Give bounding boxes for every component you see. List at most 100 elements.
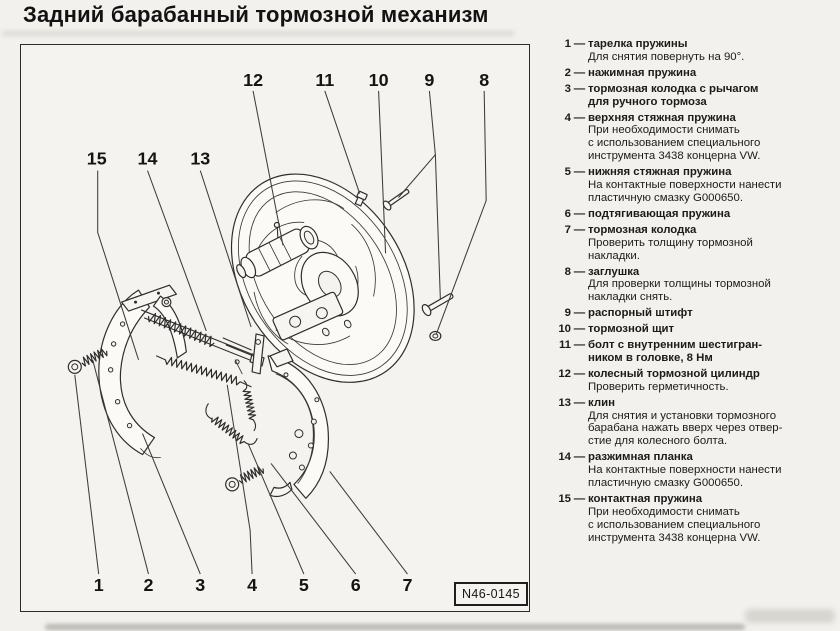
callout-number-11: 11 bbox=[315, 70, 334, 90]
leader-line-8 bbox=[435, 90, 487, 335]
part-note: На контактные поверхности нанести bbox=[588, 179, 782, 192]
dash: — bbox=[573, 323, 586, 336]
part-note: накладки. bbox=[588, 249, 640, 262]
part-note: накладки снять. bbox=[588, 291, 673, 304]
dash: — bbox=[573, 265, 586, 278]
part-name: ником в головке, 8 Нм bbox=[588, 351, 713, 364]
part-number: 5 bbox=[564, 166, 571, 179]
callout-number-5: 5 bbox=[299, 575, 309, 595]
part-name: болт с внутренним шестигран- bbox=[588, 339, 763, 352]
legend-item: 10—тормозной щит bbox=[551, 323, 837, 336]
figure-code: N46-0145 bbox=[454, 582, 528, 606]
leader-line-9 bbox=[398, 90, 436, 198]
part-note: с использованием специального bbox=[588, 137, 761, 150]
part-name: распорный штифт bbox=[588, 307, 693, 320]
part-note: Проверить толщину тормозной bbox=[588, 236, 753, 249]
callout-number-4: 4 bbox=[247, 575, 257, 595]
leader-line-1 bbox=[74, 374, 100, 575]
part-note: инструмента 3438 концерна VW. bbox=[588, 150, 761, 163]
scan-smear-top bbox=[2, 31, 514, 36]
part-note: барабана нажать вверх через отвер- bbox=[588, 422, 783, 435]
leader-line-3 bbox=[142, 433, 201, 575]
part-note: Проверить герметичность. bbox=[588, 380, 729, 393]
part-name: тарелка пружины bbox=[588, 38, 688, 50]
callout-number-7: 7 bbox=[402, 575, 412, 595]
callout-number-1: 1 bbox=[94, 575, 104, 595]
dash: — bbox=[573, 207, 586, 220]
part-number: 3 bbox=[564, 82, 571, 95]
part-name: заглушка bbox=[588, 265, 640, 278]
leader-line-2 bbox=[92, 359, 150, 575]
leader-line-6 bbox=[270, 463, 357, 575]
part-note: инструмента 3438 концерна VW. bbox=[588, 531, 761, 544]
leader-line-15 bbox=[97, 170, 140, 361]
part-name: нижняя стяжная пружина bbox=[588, 166, 732, 179]
part-name: для ручного тормоза bbox=[588, 95, 707, 108]
dash: — bbox=[573, 367, 586, 380]
dash: — bbox=[573, 493, 586, 505]
callout-number-8: 8 bbox=[479, 70, 489, 90]
part-note: Для снятия повернуть на 90°. bbox=[588, 50, 745, 63]
leader-line-5 bbox=[247, 443, 305, 575]
dash: — bbox=[573, 396, 586, 409]
callout-number-12: 12 bbox=[243, 70, 263, 90]
callout-number-6: 6 bbox=[351, 575, 361, 595]
leader-line-12 bbox=[252, 90, 284, 246]
part-name: клин bbox=[588, 396, 615, 409]
part-name: тормозная колодка с рычагом bbox=[588, 82, 759, 95]
part-note: На контактные поверхности нанести bbox=[588, 464, 782, 477]
legend-item: 9—распорный штифт bbox=[551, 307, 837, 320]
part-number: 8 bbox=[564, 265, 571, 278]
part-number: 4 bbox=[564, 111, 571, 124]
tensioning-spring bbox=[242, 380, 257, 432]
part-number: 7 bbox=[564, 223, 571, 236]
link-rods bbox=[222, 337, 254, 375]
page-title: Задний барабанный тормозной механизм bbox=[23, 2, 489, 27]
dash: — bbox=[573, 223, 586, 236]
part-number: 15 bbox=[558, 493, 571, 505]
part-note: пластичную смазку G000650. bbox=[588, 191, 744, 204]
leader-line-11 bbox=[324, 90, 361, 194]
dash: — bbox=[573, 339, 586, 352]
part-note: При необходимости снимать bbox=[588, 505, 740, 518]
part-name: разжимная планка bbox=[588, 451, 693, 464]
shoe-top-bracket bbox=[121, 284, 177, 312]
dash: — bbox=[573, 82, 586, 95]
leader-line-9 bbox=[434, 154, 441, 300]
dash: — bbox=[573, 66, 586, 79]
wheel-cylinder bbox=[236, 221, 319, 279]
part-number: 12 bbox=[558, 367, 571, 380]
leader-line-7 bbox=[329, 471, 408, 575]
callout-number-3: 3 bbox=[195, 575, 205, 595]
dash: — bbox=[573, 307, 586, 320]
legend-item: 6—подтягивающая пружина bbox=[551, 208, 837, 221]
part-note: Для проверки толщины тормозной bbox=[588, 278, 771, 291]
part-note: стие для колесного болта. bbox=[588, 435, 728, 448]
leader-line-14 bbox=[147, 170, 207, 332]
part-number: 9 bbox=[564, 307, 571, 320]
brake-shoe-right bbox=[267, 348, 329, 499]
spring-plate-left bbox=[67, 348, 108, 374]
part-number: 1 bbox=[564, 38, 571, 50]
plug bbox=[429, 330, 442, 342]
hold-down-spring-left bbox=[81, 348, 108, 367]
part-name: тормозной щит bbox=[588, 323, 675, 336]
callout-number-9: 9 bbox=[424, 70, 434, 90]
legend-item: 11—болт с внутренним шестигран-ником в г… bbox=[551, 339, 837, 365]
part-name: тормозная колодка bbox=[588, 223, 697, 236]
dash: — bbox=[573, 111, 586, 124]
part-name: колесный тормозной цилиндр bbox=[588, 367, 760, 380]
part-name: контактная пружина bbox=[588, 493, 703, 505]
mount-bracket bbox=[272, 291, 344, 341]
